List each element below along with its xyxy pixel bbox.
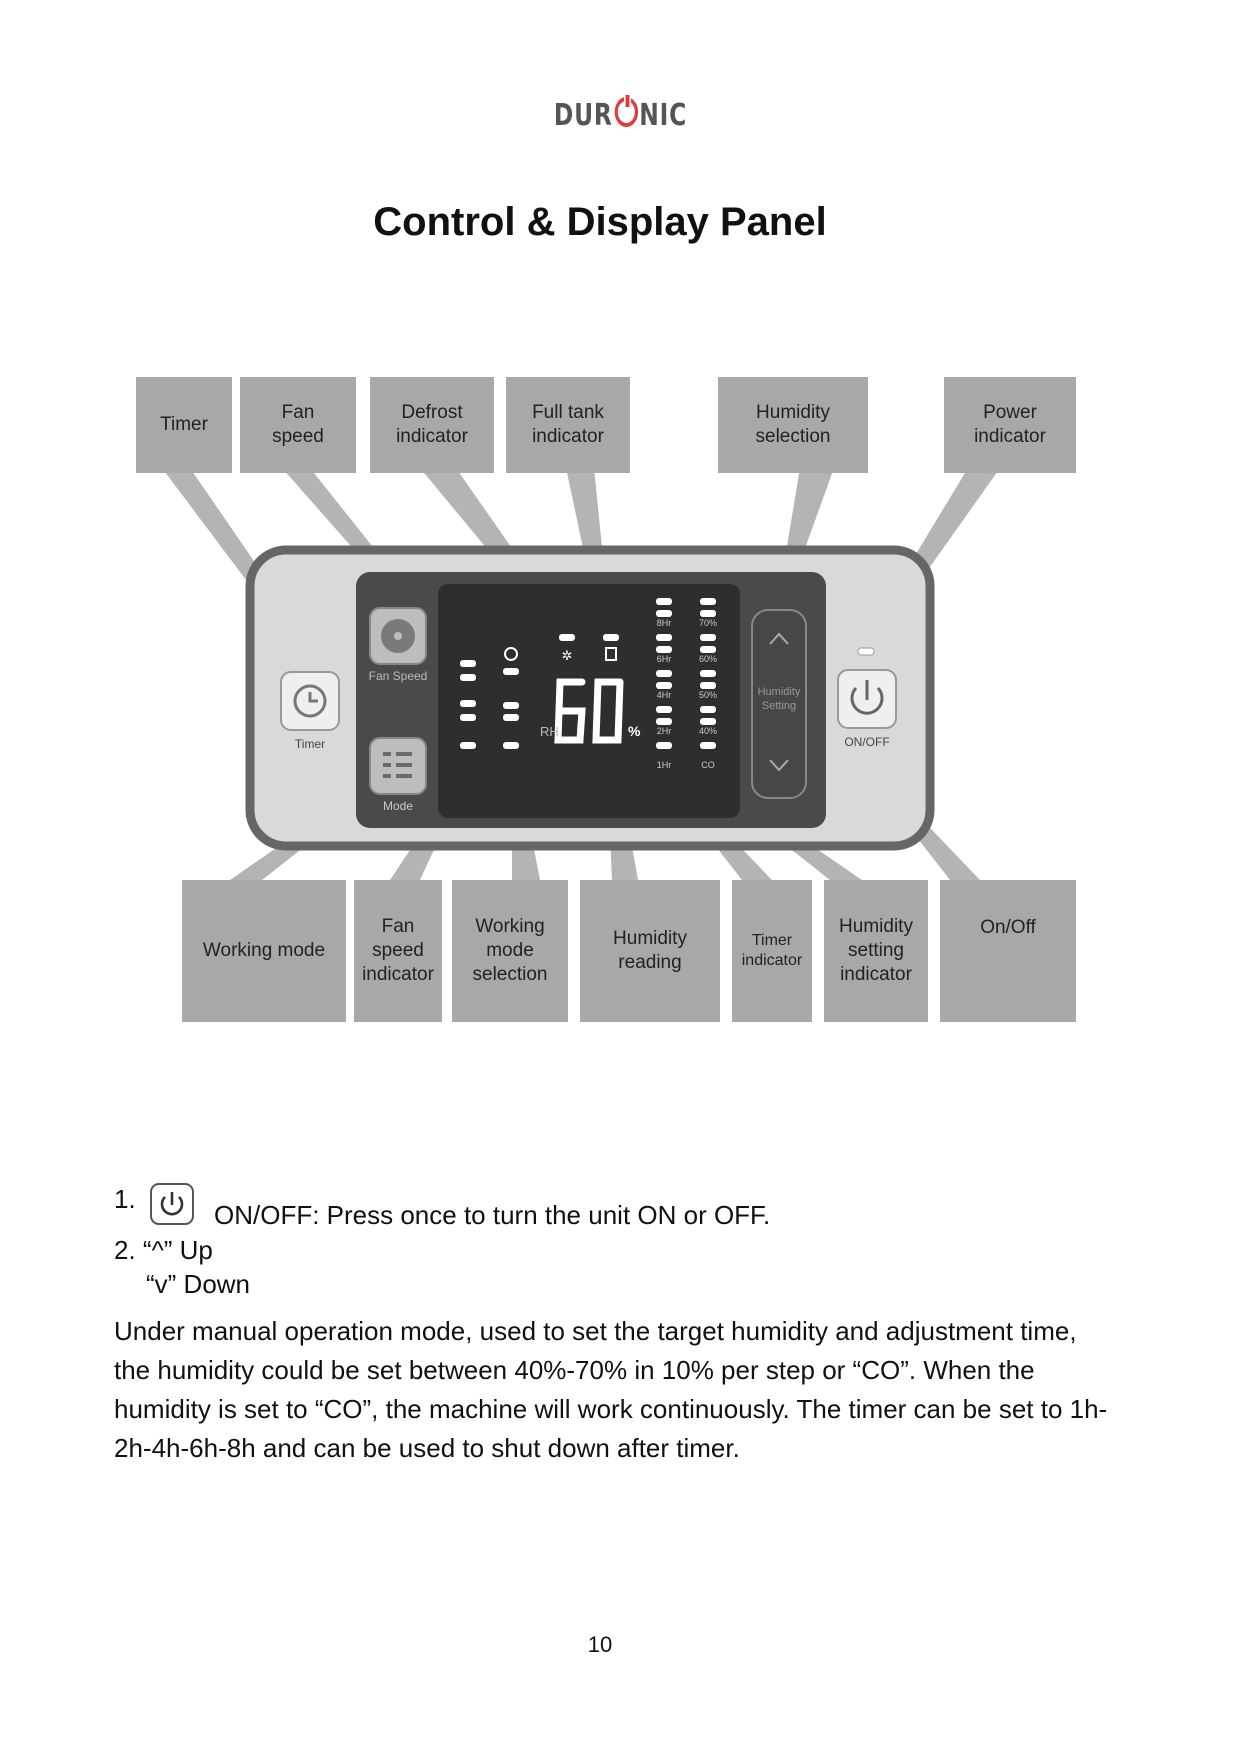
full-tank-led xyxy=(603,634,619,641)
callout-fan-speed: Fan speed xyxy=(240,377,356,473)
defrost-led xyxy=(559,634,575,641)
power-button[interactable] xyxy=(837,669,897,729)
fan-speed-label: Fan Speed xyxy=(369,669,428,683)
humidity-setting-buttons[interactable] xyxy=(751,609,807,799)
item-2-down: “v” Down xyxy=(146,1269,251,1299)
auto-mode-icon xyxy=(504,647,518,661)
page-title: Control & Display Panel xyxy=(373,200,827,244)
humidity-setting-leds xyxy=(700,598,716,749)
working-mode-leds xyxy=(503,668,519,749)
timer-level-4hr: 4Hr xyxy=(657,690,672,700)
rh-label: RH xyxy=(540,724,559,739)
humidity-level-co: CO xyxy=(701,760,715,770)
page-number: 10 xyxy=(587,1632,613,1657)
item-2-up: 2. “^” Up xyxy=(114,1235,213,1265)
callout-humidity-selection: Humidity selection xyxy=(718,377,868,473)
timer-level-6hr: 6Hr xyxy=(657,654,672,664)
timer-level-2hr: 2Hr xyxy=(657,726,672,736)
onoff-label: ON/OFF xyxy=(844,735,889,749)
humidity-setting-label-1: Humidity xyxy=(758,686,801,698)
callout-timer: Timer xyxy=(136,377,232,473)
callout-humidity-reading: Humidity reading xyxy=(580,880,720,1022)
callout-working-mode-selection: Working mode selection xyxy=(452,880,568,1022)
humidity-reading-display xyxy=(554,678,624,744)
callout-working-mode: Working mode xyxy=(182,880,346,1022)
timer-label: Timer xyxy=(295,737,325,751)
power-button-icon xyxy=(150,1183,194,1225)
humidity-level-40: 40% xyxy=(699,726,717,736)
defrost-icon: ✲ xyxy=(562,648,573,663)
timer-level-8hr: 8Hr xyxy=(657,618,672,628)
timer-leds xyxy=(656,598,672,749)
fan-speed-button[interactable] xyxy=(369,607,427,665)
humidity-level-60: 60% xyxy=(699,654,717,664)
callout-humidity-setting-indicator: Humidity setting indicator xyxy=(824,880,928,1022)
callout-defrost-indicator: Defrost indicator xyxy=(370,377,494,473)
callout-full-tank-indicator: Full tank indicator xyxy=(506,377,630,473)
fan-speed-leds xyxy=(460,660,476,749)
logo-text-right: NIC xyxy=(639,98,688,133)
callout-power-indicator: Power indicator xyxy=(944,377,1076,473)
instructions-paragraph: Under manual operation mode, used to set… xyxy=(114,1316,1108,1463)
item-1-text: ON/OFF: Press once to turn the unit ON o… xyxy=(214,1200,771,1230)
display-window xyxy=(438,584,740,818)
logo-text-left: DUR xyxy=(553,98,613,133)
timer-button[interactable] xyxy=(280,671,340,731)
timer-level-1hr: 1Hr xyxy=(657,760,672,770)
percent-label: % xyxy=(628,723,641,739)
humidity-level-70: 70% xyxy=(699,618,717,628)
mode-label: Mode xyxy=(383,799,413,813)
power-indicator-led xyxy=(857,647,875,656)
humidity-level-50: 50% xyxy=(699,690,717,700)
humidity-setting-label-2: Setting xyxy=(762,700,796,712)
duronic-logo: DUR NIC xyxy=(137,95,1105,133)
callout-fan-speed-indicator: Fan speed indicator xyxy=(354,880,442,1022)
callout-timer-indicator: Timer indicator xyxy=(732,880,812,1022)
full-tank-icon xyxy=(605,647,617,661)
control-panel-figure: Fan Speed Mode Timer ON/OFF Humidity Set… xyxy=(162,468,1000,880)
mode-button[interactable] xyxy=(369,737,427,795)
power-logo-icon xyxy=(614,95,638,127)
callout-on-off: On/Off xyxy=(940,880,1076,1022)
item-1-number: 1. xyxy=(114,1184,136,1214)
